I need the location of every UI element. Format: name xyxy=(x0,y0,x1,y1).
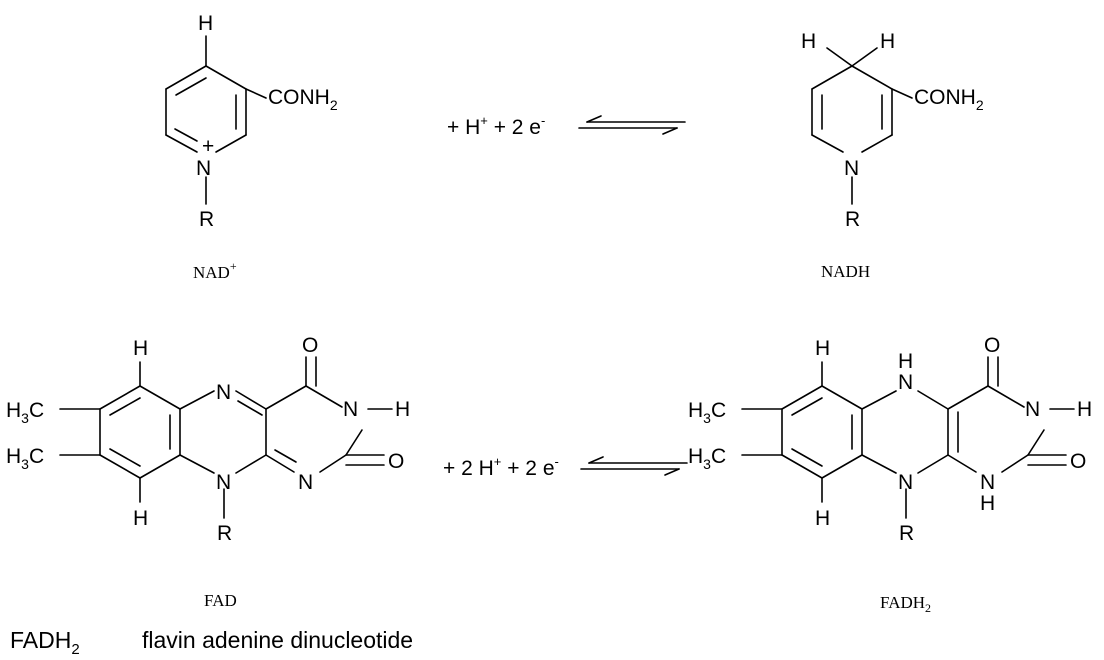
fad-n1-label: N xyxy=(298,471,313,494)
fad-bonds xyxy=(59,356,393,519)
nadh-ring-bonds xyxy=(811,47,913,205)
fad-r-label: R xyxy=(217,522,232,545)
nad-ring-bonds xyxy=(165,35,267,205)
fad-methyl-2: H3C xyxy=(6,445,44,472)
nad-plus-name: NAD+ xyxy=(193,259,237,282)
nadh-r-label: R xyxy=(845,208,860,231)
fadh2-h3-label: H xyxy=(1077,398,1092,421)
fad-h3-label: H xyxy=(395,398,410,421)
nad-positive-charge: + xyxy=(202,135,214,158)
fad-methyl-1: H3C xyxy=(6,399,44,426)
nad-nitrogen-label: N xyxy=(196,157,211,180)
fad-n3-label: N xyxy=(343,398,358,421)
equilibrium-arrow-2 xyxy=(580,456,688,476)
legend-abbreviation: FADH2 xyxy=(10,627,80,658)
fad-n10-label: N xyxy=(216,471,231,494)
fadh2-r-label: R xyxy=(899,522,914,545)
fadh2-name: FADH2 xyxy=(880,593,931,615)
fad-structure: H O N N H O N N H R H3C H3C FAD xyxy=(6,334,410,610)
reaction1-reagents: + H+ + 2 e- xyxy=(447,113,545,139)
reaction2-reagents: + 2 H+ + 2 e- xyxy=(443,454,559,480)
nad-h-label: H xyxy=(198,12,213,35)
fadh2-n5-h: H xyxy=(898,350,913,373)
fadh2-n5-label: N xyxy=(898,371,913,394)
fadh2-o-top: O xyxy=(984,334,1000,357)
fadh2-n1-h: H xyxy=(980,492,995,515)
fadh2-methyl-2: H3C xyxy=(688,445,726,472)
nadh-structure: H H CONH2 N R NADH xyxy=(801,30,984,281)
nadh-carboxamide-label: CONH2 xyxy=(914,86,984,113)
fadh2-n10-label: N xyxy=(898,471,913,494)
fadh2-structure: H O H N N H O N N H H R H3C H3C FADH2 xyxy=(688,334,1092,615)
nadh-nitrogen-label: N xyxy=(844,157,859,180)
fadh2-methyl-1: H3C xyxy=(688,399,726,426)
fadh2-o-right: O xyxy=(1070,450,1086,473)
fadh2-n1-label: N xyxy=(980,471,995,494)
fadh2-n3-label: N xyxy=(1025,398,1040,421)
fadh2-bonds xyxy=(741,356,1075,519)
nad-r-label: R xyxy=(199,208,214,231)
nadh-h2-label: H xyxy=(880,30,895,53)
nad-plus-structure: H CONH2 N + R NAD+ xyxy=(165,12,338,282)
fad-o-top: O xyxy=(302,334,318,357)
fad-o-right: O xyxy=(388,450,404,473)
nadh-name: NADH xyxy=(821,262,870,281)
fad-h-bottom: H xyxy=(133,507,148,530)
fad-name: FAD xyxy=(204,591,237,610)
fad-h-top: H xyxy=(133,337,148,360)
nadh-h1-label: H xyxy=(801,30,816,53)
fadh2-h-top: H xyxy=(815,337,830,360)
nad-carboxamide-label: CONH2 xyxy=(268,86,338,113)
equilibrium-arrow-1 xyxy=(578,115,686,135)
fad-n5-label: N xyxy=(216,381,231,404)
fadh2-h-bottom: H xyxy=(815,507,830,530)
legend-description: flavin adenine dinucleotide xyxy=(142,627,413,653)
